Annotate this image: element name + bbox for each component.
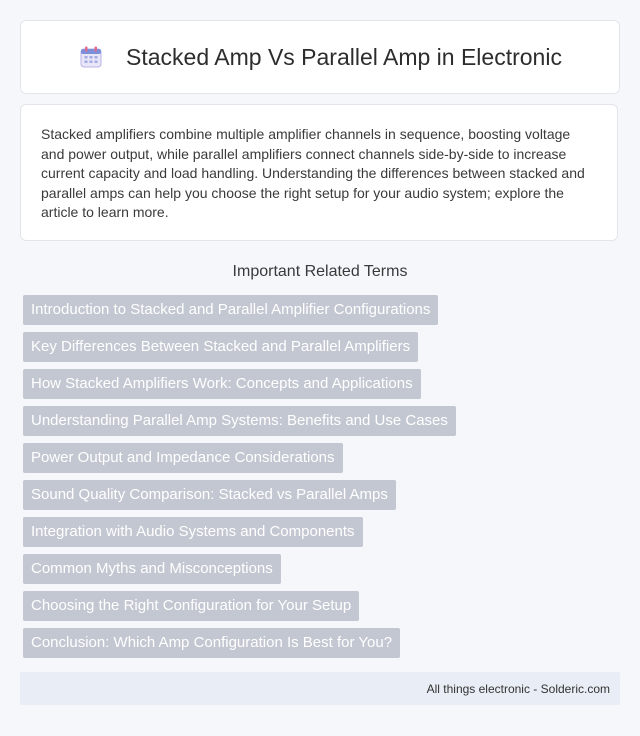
- calendar-icon: [78, 44, 104, 70]
- related-term-link[interactable]: Choosing the Right Configuration for You…: [23, 591, 360, 621]
- related-term-link[interactable]: How Stacked Amplifiers Work: Concepts an…: [23, 369, 421, 399]
- related-term-link[interactable]: Sound Quality Comparison: Stacked vs Par…: [23, 480, 396, 510]
- footer-bar: All things electronic - Solderic.com: [20, 672, 620, 705]
- related-term-link[interactable]: Introduction to Stacked and Parallel Amp…: [23, 295, 439, 325]
- related-term-link[interactable]: Power Output and Impedance Consideration…: [23, 443, 343, 473]
- related-term-link[interactable]: Understanding Parallel Amp Systems: Bene…: [23, 406, 456, 436]
- related-term-link[interactable]: Key Differences Between Stacked and Para…: [23, 332, 419, 362]
- related-terms-list: Introduction to Stacked and Parallel Amp…: [23, 295, 623, 665]
- related-term-link[interactable]: Conclusion: Which Amp Configuration Is B…: [23, 628, 401, 658]
- related-terms-heading: Important Related Terms: [232, 263, 408, 280]
- page-title: Stacked Amp Vs Parallel Amp in Electroni…: [126, 43, 562, 70]
- summary-text: Stacked amplifiers combine multiple ampl…: [41, 126, 585, 220]
- related-term-link[interactable]: Integration with Audio Systems and Compo…: [23, 517, 363, 547]
- summary-card: Stacked amplifiers combine multiple ampl…: [20, 104, 618, 241]
- related-term-link[interactable]: Common Myths and Misconceptions: [23, 554, 281, 584]
- header-card: Stacked Amp Vs Parallel Amp in Electroni…: [20, 20, 620, 94]
- footer-credit: All things electronic - Solderic.com: [426, 681, 610, 696]
